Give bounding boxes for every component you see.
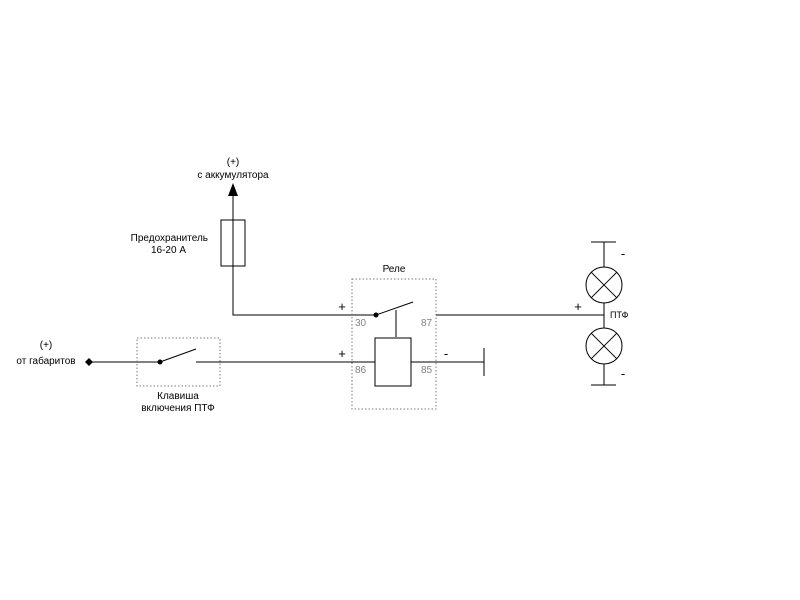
relay-housing (351, 278, 437, 410)
switch-label-line2: включения ПТФ (141, 403, 215, 414)
power-wire-30 (232, 266, 375, 316)
battery-label: с аккумулятора (197, 170, 269, 181)
plus-sign-30: + (338, 299, 346, 314)
fog-lamp-bottom-icon (585, 327, 623, 365)
switch-blade (159, 348, 197, 363)
switch-housing (136, 337, 221, 387)
parking-label: от габаритов (16, 355, 75, 367)
fuse-label-line2: 16-20 А (151, 245, 186, 256)
minus-sign-lamp-top: - (621, 246, 625, 261)
relay-title: Реле (383, 264, 406, 275)
battery-polarity: (+) (227, 157, 240, 168)
plus-sign-86: + (338, 346, 346, 361)
relay-pin-86: 86 (355, 365, 367, 376)
relay-coil (374, 337, 412, 387)
parking-polarity: (+) (40, 340, 53, 351)
minus-sign-lamp-bottom: - (621, 366, 625, 381)
relay-pin-87: 87 (421, 318, 433, 329)
relay-pin-85: 85 (421, 365, 433, 376)
relay-contact-blade (375, 301, 414, 316)
fog-lamp-top-icon (585, 266, 623, 304)
plus-sign-lamps: + (574, 299, 582, 314)
arrow-up-icon (228, 183, 238, 196)
relay-pin-30: 30 (355, 318, 367, 329)
minus-sign-85: - (444, 346, 448, 361)
fog-lamps-label: ПТФ (610, 310, 629, 320)
fuse-label-line1: Предохранитель (131, 233, 208, 244)
switch-label-line1: Клавиша (157, 391, 199, 402)
